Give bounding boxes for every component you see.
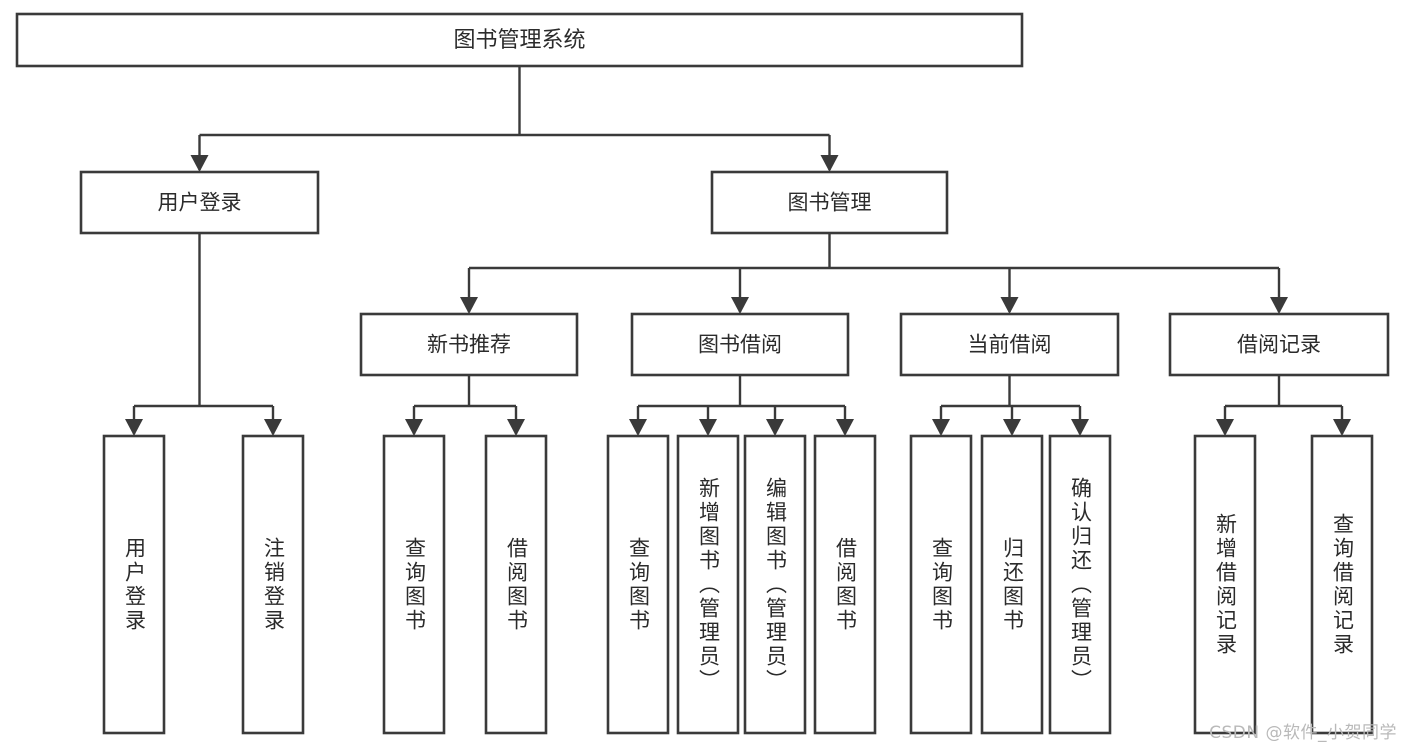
node-box-当前借阅[interactable] [899,312,1120,377]
node-box-新书推荐[interactable] [359,312,579,377]
arrow-head-icon [629,419,647,436]
node-box-leaf-用户登录[interactable] [102,434,166,735]
node-box-leaf-借阅图书[interactable] [813,434,877,735]
node-box-leaf-查询图书[interactable] [606,434,670,735]
node-box-root-图书管理系统[interactable] [15,12,1024,68]
node-label-当前借阅: 当前借阅 [968,333,1052,357]
arrow-head-icon [1071,419,1089,436]
arrow-head-icon [731,297,749,314]
node-box-借阅记录[interactable] [1168,312,1390,377]
node-box-layer [15,12,1390,735]
node-box-leaf-确认归还-管理员[interactable] [1048,434,1112,735]
arrow-head-icon [190,155,209,172]
node-box-leaf-归还图书[interactable] [980,434,1044,735]
node-label-借阅记录: 借阅记录 [1237,333,1321,357]
node-box-图书管理[interactable] [710,170,949,235]
node-box-leaf-查询图书[interactable] [909,434,973,735]
arrow-head-icon [1216,419,1234,436]
arrow-head-icon [125,419,143,436]
arrow-head-icon [1000,297,1019,314]
node-label-图书借阅: 图书借阅 [698,333,782,357]
watermark: CSDN @软件_小贺同学 [1209,723,1397,743]
arrow-head-icon [1270,297,1288,314]
arrow-head-icon [405,419,423,436]
node-box-leaf-注销登录[interactable] [241,434,305,735]
connector-layer [125,66,1351,436]
node-box-leaf-新增图书-管理员[interactable] [676,434,740,735]
node-box-leaf-编辑图书-管理员[interactable] [743,434,807,735]
node-box-leaf-借阅图书[interactable] [484,434,548,735]
node-box-leaf-新增借阅记录[interactable] [1193,434,1257,735]
arrow-head-icon [836,419,854,436]
arrow-head-icon [699,419,717,436]
arrow-head-icon [264,419,282,436]
node-box-leaf-查询图书[interactable] [382,434,446,735]
arrow-head-icon [766,419,784,436]
arrow-head-icon [820,155,839,172]
node-label-新书推荐: 新书推荐 [427,333,511,357]
node-box-leaf-查询借阅记录[interactable] [1310,434,1374,735]
arrow-head-icon [507,419,525,436]
node-box-图书借阅[interactable] [630,312,850,377]
arrow-head-icon [1333,419,1351,436]
arrow-head-icon [1003,419,1021,436]
node-label-用户登录: 用户登录 [158,191,242,215]
node-box-用户登录[interactable] [79,170,320,235]
arrow-head-icon [932,419,950,436]
arrow-head-icon [460,297,478,314]
node-label-图书管理: 图书管理 [788,191,872,215]
node-label-root: 图书管理系统 [453,28,585,53]
